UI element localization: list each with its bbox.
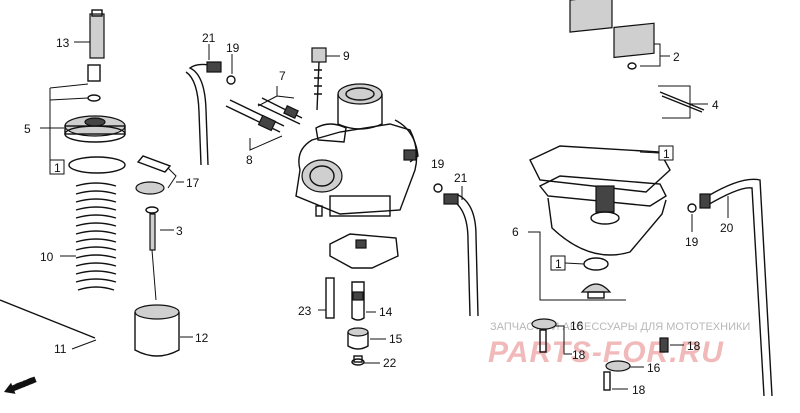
bowl-o-ring — [583, 257, 609, 271]
callout-8: 8 — [246, 153, 253, 167]
part-22-washer — [351, 355, 365, 366]
callout-21-middle: 21 — [454, 171, 468, 185]
callout-5: 5 — [24, 122, 31, 136]
part-21-vent-tube-lower — [447, 193, 479, 317]
leader-16-upper — [556, 325, 572, 355]
part-16-screw-plate-upper — [531, 318, 557, 353]
part-10-throttle-spring — [75, 182, 117, 291]
float-pin-bracket — [329, 233, 399, 269]
callout-9: 9 — [343, 49, 350, 63]
callout-box-1-left — [49, 159, 65, 175]
callout-17: 17 — [186, 176, 200, 190]
part-12-throttle-valve — [134, 304, 180, 357]
callout-20: 20 — [720, 221, 734, 235]
part-19-clip-upper — [226, 75, 236, 85]
part-20-overflow-tube — [705, 178, 773, 397]
callout-2: 2 — [673, 50, 680, 64]
callout-4: 4 — [712, 98, 719, 112]
callout-22: 22 — [383, 356, 397, 370]
callout-16-lower: 16 — [647, 361, 661, 375]
callout-3: 3 — [176, 224, 183, 238]
part-7-8-pilot-screws — [225, 97, 303, 133]
part-5-top-cap — [64, 115, 126, 143]
callout-14: 14 — [379, 305, 393, 319]
part-9-throttle-stop-screw — [311, 47, 327, 111]
callout-23: 23 — [298, 304, 312, 318]
hose-clamp — [206, 61, 222, 73]
callout-15: 15 — [389, 332, 403, 346]
part-18-screw-right — [659, 337, 669, 353]
callout-19-middle: 19 — [431, 157, 445, 171]
callout-18-lower: 18 — [632, 383, 646, 397]
part-14-main-jet — [351, 281, 365, 321]
part-3-jet-needle — [145, 206, 159, 301]
callout-19-upper: 19 — [226, 41, 240, 55]
callout-6: 6 — [512, 225, 519, 239]
part-11-cable — [0, 299, 96, 339]
part-21-vent-tube-upper — [188, 63, 215, 166]
part-17-needle-clip — [135, 155, 172, 195]
callout-19-right: 19 — [685, 235, 699, 249]
callout-7: 7 — [279, 69, 286, 83]
callout-10: 10 — [40, 250, 54, 264]
part-19-clip-right — [687, 203, 697, 213]
part-13-cable-adjuster — [89, 9, 105, 59]
callout-21-upper: 21 — [202, 31, 216, 45]
fwd-label: FWD — [14, 375, 37, 392]
callout-18-right: 18 — [687, 339, 701, 353]
watermark-logo: PARTS-FOR.RU — [488, 336, 724, 369]
part-6-float-chamber — [529, 145, 671, 256]
fwd-arrow: FWD — [4, 375, 37, 394]
bowl-drain-plug — [580, 283, 612, 299]
callout-1-bowl: 1 — [663, 147, 670, 161]
leader-7 — [257, 86, 295, 107]
part-16-screw-plate-lower — [603, 360, 631, 391]
part-23-jet — [325, 277, 335, 319]
part-stack-upper — [87, 64, 101, 102]
part-15-needle-jet-holder — [347, 327, 369, 350]
callout-18-upper: 18 — [572, 348, 586, 362]
callout-1-oring: 1 — [555, 257, 562, 271]
top-cap-gasket — [68, 156, 126, 174]
leader-17 — [167, 167, 184, 189]
callout-12: 12 — [195, 331, 209, 345]
callout-1-left: 1 — [54, 161, 61, 175]
callout-16-upper: 16 — [570, 319, 584, 333]
callout-11: 11 — [54, 342, 67, 356]
leader-4 — [658, 85, 708, 119]
part-4-float — [569, 0, 705, 113]
carburetor-body — [295, 83, 419, 217]
leader-8 — [249, 135, 283, 151]
watermark-caption: ЗАПЧАСТИ И АКСЕССУАРЫ ДЛЯ МОТОТЕХНИКИ — [490, 321, 750, 333]
callout-13: 13 — [56, 36, 70, 50]
leader-6 — [528, 231, 626, 301]
part-19-clip-middle — [433, 183, 443, 193]
leader-5-group — [49, 83, 89, 165]
leader-11 — [71, 339, 97, 350]
